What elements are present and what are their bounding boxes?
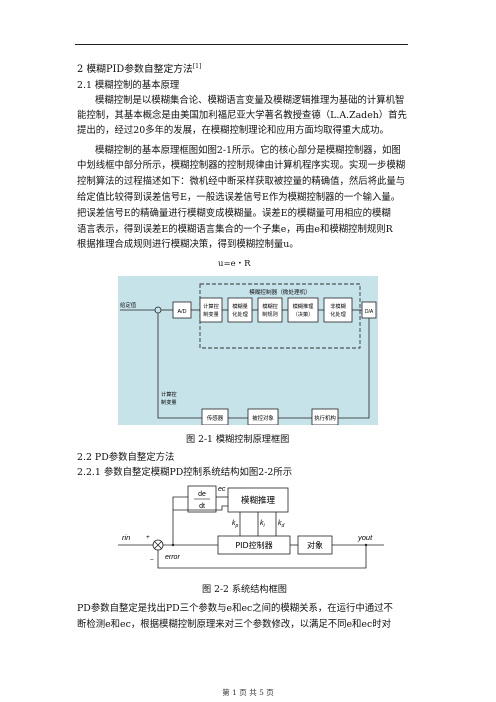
figure-2-1-caption: 图 2-1 模糊控制原理框图 [186,434,290,445]
svg-text:非模糊: 非模糊 [330,302,346,310]
paragraph-line: 根据推理合成规则进行模糊决策，得到模糊控制量u。 [77,239,299,250]
actuator-block [311,408,339,425]
minus-sign: − [150,557,154,564]
paragraph-line: 给定值比较得到误差信号E，一般选误差信号E作为模糊控制器的一个输入量。 [77,192,401,203]
yout-label: yout [357,533,373,542]
subsection-heading-2-1: 2.1 模糊控制的基本原理 [77,80,180,91]
svg-text:模糊量: 模糊量 [232,302,248,310]
figure-2-1-fuzzy-control-diagram: 模糊控制器（微处理机） 给定值 A/D 计算控 制变量 模糊量 化处理 模糊控 … [118,276,378,425]
plant-block [247,408,279,425]
svg-text:被控对象: 被控对象 [252,414,274,422]
svg-text:制变量: 制变量 [161,398,177,406]
svg-text:de: de [198,491,206,498]
ki-label: ki [260,520,266,529]
paragraph-line: 把误差信号E的精确量进行模糊变成模糊量。误差E的模糊量可用相应的模糊 [77,208,391,219]
svg-text:制变量: 制变量 [203,310,219,318]
defuzzification-block [323,297,353,323]
paragraph-line: 语言表示，得到误差E的模糊语言集合的一个子集e，再由e和模糊控制规则R [77,224,393,235]
svg-text:dt: dt [199,503,205,510]
plus-sign: + [146,534,150,541]
sensor-block [201,408,229,425]
figure-2-2-system-structure-diagram: rin + − error de dt ec 模糊推理 kp ki kd PID… [118,485,384,569]
svg-text:执行机构: 执行机构 [314,414,336,422]
svg-text:对象: 对象 [307,540,323,550]
paragraph-line: PD参数自整定是找出PD三个参数与e和ec之间的模糊关系，在运行中通过不 [77,603,393,614]
controller-title: 模糊控制器（微处理机） [249,288,311,296]
svg-text:A/D: A/D [178,309,187,315]
paragraph-line: 断检测e和ec，根据模糊控制原理来对三个参数修改，以满足不同e和ec时对 [77,619,391,630]
subsection-heading-2-2: 2.2 PD参数自整定方法 [77,452,175,463]
svg-text:模糊推理: 模糊推理 [293,302,315,310]
svg-text:化处理: 化处理 [330,310,346,318]
paragraph-line: 控制算法的过程描述如下：微机经中断采样获取被控量的精确值，然后将此量与 [77,176,406,187]
paragraph-line: 模糊控制的基本原理框图如图2-1所示。它的核心部分是模糊控制器，如图 [95,145,401,156]
error-label: error [165,554,180,561]
section-heading-2: 2 模糊PID参数自整定方法[1] [77,63,202,75]
svg-text:传感器: 传感器 [207,414,224,422]
calc-variable-label: 计算控 [161,390,177,398]
paragraph-line: 能控制，其基本概念是由美国加利福尼亚大学著名教授查德（L.A.Zadeh）首先 [77,110,407,121]
rin-label: rin [122,533,130,542]
svg-text:模糊推理: 模糊推理 [241,495,276,506]
svg-text:模糊控: 模糊控 [262,302,278,310]
svg-text:D/A: D/A [365,309,374,315]
fuzzy-inference-block [227,487,289,513]
page-footer: 第 1 页 共 5 页 [222,688,274,697]
fuzzy-rules-block [257,297,283,323]
paragraph-line: 模糊控制是以模糊集合论、模糊语言变量及模糊逻辑推理为基础的计算机智 [95,95,405,106]
subsubsection-heading-2-2-1: 2.2.1 参数自整定模糊PD控制系统结构如图2-2所示 [77,467,293,478]
formula: u=e・R [218,259,251,269]
svg-text:计算控: 计算控 [203,302,219,310]
header-rule [75,44,408,45]
svg-text:（决策）: （决策） [293,310,314,318]
svg-text:制规则: 制规则 [262,310,278,318]
figure-2-2-caption: 图 2-2 系统结构框图 [202,584,287,595]
fuzzification-block [227,297,253,323]
fuzzy-inference-block [287,297,319,323]
calc-variable-block [199,297,223,323]
paragraph-line: 中划线框中部分所示，模糊控制器的控制规律由计算机程序实现。实现一步模糊 [77,160,406,171]
kp-label: kp [232,520,239,529]
svg-text:PID控制器: PID控制器 [235,540,272,550]
citation-ref: [1] [192,63,202,70]
paragraph-line: 提出的，经过20多年的发展，在模糊控制理论和应用方面均取得重大成功。 [77,125,389,136]
kd-label: kd [278,520,285,529]
setpoint-label: 给定值 [120,301,137,309]
ec-label: ec [218,486,226,493]
svg-text:化处理: 化处理 [232,310,248,318]
